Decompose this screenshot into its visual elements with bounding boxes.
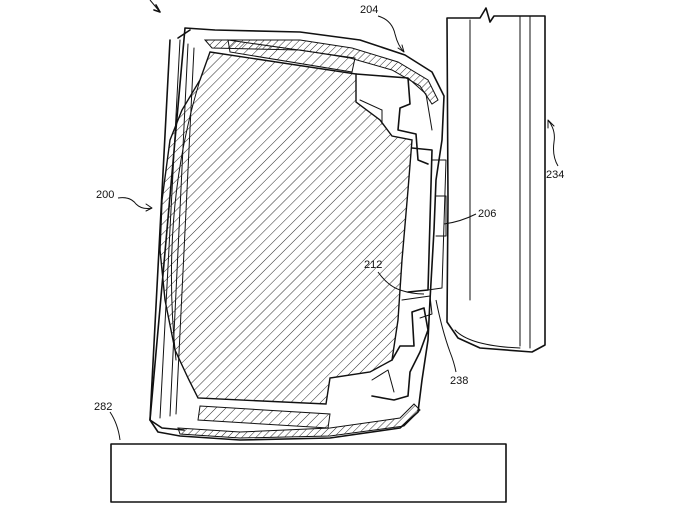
label-282: 282 <box>94 401 112 413</box>
label-206: 206 <box>478 208 496 220</box>
lower-step-detail <box>371 295 433 401</box>
contact-strip <box>407 147 447 293</box>
stand <box>446 7 546 353</box>
label-204: 204 <box>360 4 378 16</box>
label-200: 200 <box>96 189 114 201</box>
label-200-group: 200 <box>96 189 153 212</box>
label-212: 212 <box>364 259 382 271</box>
upper-step-detail <box>355 73 433 165</box>
label-238: 238 <box>450 375 468 387</box>
lower-shell <box>177 403 421 439</box>
arrow-head-top <box>153 4 161 13</box>
label-234-group: 234 <box>546 119 564 181</box>
upper-shell <box>203 39 439 105</box>
label-282-group: 282 <box>94 401 121 441</box>
label-212-group: 212 <box>364 259 425 295</box>
base-surface <box>110 443 507 503</box>
hatched-core <box>159 51 413 405</box>
label-234: 234 <box>546 169 564 181</box>
label-206-group: 206 <box>443 208 496 225</box>
label-204-group: 204 <box>360 4 405 53</box>
label-238-group: 238 <box>435 299 468 387</box>
